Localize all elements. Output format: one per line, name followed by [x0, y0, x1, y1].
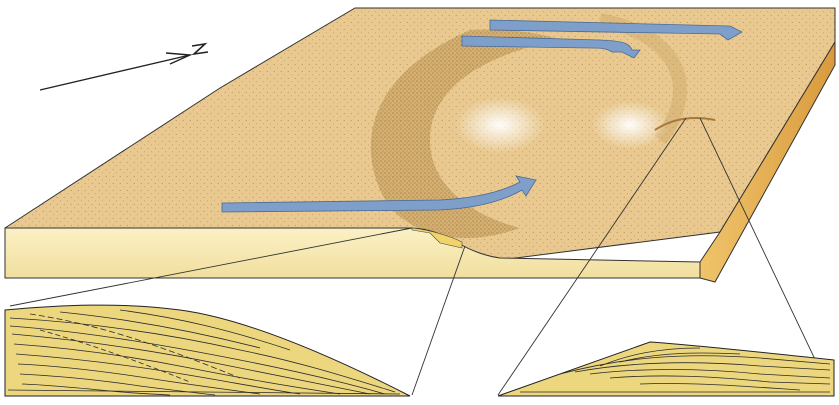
right-cross-section [498, 342, 834, 396]
interdune-hollow-right [592, 101, 668, 149]
north-arrow-shaft [40, 55, 190, 90]
left-section-body [5, 305, 410, 396]
north-letter-glyph [192, 44, 208, 54]
interdune-hollow-left [455, 97, 545, 153]
north-arrow [40, 44, 208, 90]
left-cross-section [5, 305, 410, 396]
